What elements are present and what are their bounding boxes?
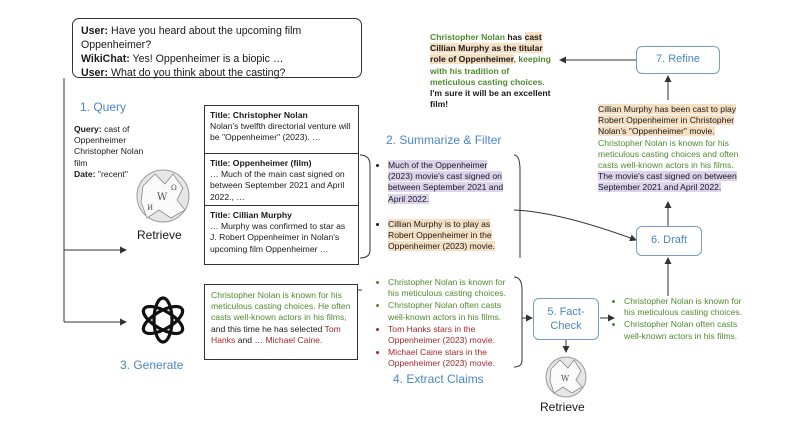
factcheck-node: 5. Fact- Check <box>533 298 599 340</box>
draft-text: Cillian Murphy has been cast to play Rob… <box>598 104 739 193</box>
claim-item: Christopher Nolan often casts well-known… <box>388 300 514 322</box>
claim-item: Christopher Nolan is known for his metic… <box>388 277 514 299</box>
claims-list: Christopher Nolan is known for his metic… <box>378 277 514 371</box>
verified-item: Christopher Nolan is known for his metic… <box>624 296 754 318</box>
dialogue-line-1: User: Have you heard about the upcoming … <box>81 25 302 51</box>
dialogue-line-2: WikiChat: Yes! Oppenheimer is a biopic … <box>81 53 284 65</box>
claims-brace <box>513 276 523 368</box>
summary-to-draft <box>513 154 521 258</box>
retrieve-label-2: Retrieve <box>540 400 585 414</box>
dialogue-line-3: User: What do you think about the castin… <box>81 67 286 79</box>
summary-item: Cillian Murphy is to play as Robert Oppe… <box>388 218 513 253</box>
dialogue-box: User: Have you heard about the upcoming … <box>72 18 362 79</box>
summary-to-draft-curve <box>513 209 637 242</box>
summary-item: Much of the Oppenheimer (2023) movie's c… <box>388 160 513 205</box>
summary-list: Much of the Oppenheimer (2023) movie's c… <box>378 160 513 253</box>
passage-1: Title: Christopher Nolan Nolan's twelfth… <box>205 106 358 154</box>
passage-2: Title: Oppenheimer (film) … Much of the … <box>205 154 358 206</box>
passage-3: Title: Cillian Murphy … Murphy was confi… <box>210 210 346 254</box>
step-extract-label: 4. Extract Claims <box>393 372 484 386</box>
step-generate-label: 3. Generate <box>120 358 184 372</box>
summary-brace <box>359 154 371 259</box>
generation-box: Christopher Nolan is known for his metic… <box>204 284 358 360</box>
claim-item: Tom Hanks stars in the Oppenheimer (2023… <box>388 324 514 346</box>
refined-output: Christopher Nolan has cast Cillian Murph… <box>430 32 551 110</box>
verified-list: Christopher Nolan is known for his metic… <box>614 296 754 343</box>
draft-node: 6. Draft <box>636 226 702 256</box>
verified-item: Christopher Nolan often casts well-known… <box>624 319 754 341</box>
retrieve-label: Retrieve <box>137 228 182 242</box>
refine-node: 7. Refine <box>636 46 720 74</box>
step-query-label: 1. Query <box>80 100 127 114</box>
query-text: Query: cast of Oppenheimer Christopher N… <box>74 124 144 179</box>
claim-item: Michael Caine stars in the Oppenheimer (… <box>388 347 514 369</box>
passages-box: Title: Christopher Nolan Nolan's twelfth… <box>204 105 359 265</box>
step-summarize-label: 2. Summarize & Filter <box>386 133 502 147</box>
